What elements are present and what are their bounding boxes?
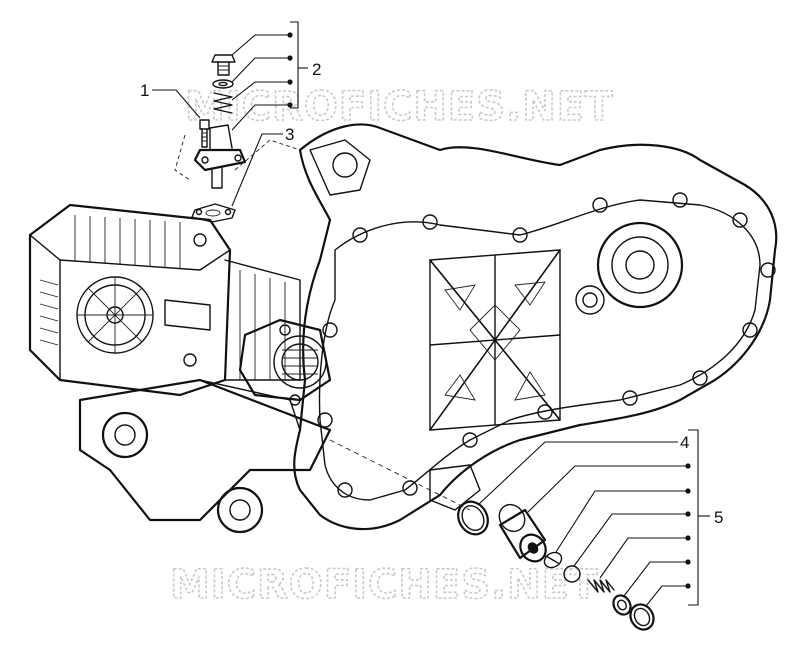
callout-4: 4 — [680, 433, 689, 452]
part-2-tensioner-assembly — [193, 54, 247, 189]
engine-mount-arm — [78, 378, 332, 534]
rear-bearing-boss — [575, 221, 684, 315]
callout-3: 3 — [285, 125, 294, 144]
callout-5: 5 — [714, 508, 723, 527]
part-5-valve-cup — [543, 551, 563, 569]
part-5-circlip — [629, 603, 655, 631]
crankcase-rib-lattice — [429, 249, 561, 431]
leader-3 — [231, 133, 283, 207]
watermark-bottom: MICROFICHES.NET — [170, 562, 598, 608]
callout-2-group: 2 — [231, 21, 321, 131]
oil-pump-housing — [238, 318, 332, 406]
part-5-filter-bush — [498, 503, 547, 563]
part-3-gasket — [191, 203, 236, 223]
part-1-screw — [199, 119, 210, 148]
callout-5-group: 5 — [527, 429, 723, 607]
part-5-ball — [563, 565, 581, 583]
part-5-washer — [612, 594, 632, 616]
part-4-o-ring — [457, 500, 489, 536]
callout-1: 1 — [140, 81, 149, 100]
crankcase-body — [293, 123, 778, 531]
cylinder-head — [28, 203, 301, 397]
watermark-top: MICROFICHES.NET — [185, 84, 613, 130]
part-5-spring — [587, 579, 615, 593]
leader-1 — [152, 89, 201, 119]
camshaft-gear — [76, 276, 154, 354]
leader-4 — [477, 441, 678, 506]
callout-2: 2 — [312, 60, 321, 79]
cylinder-cooling-fins — [39, 215, 181, 346]
flange-bolt-lugs — [317, 192, 776, 498]
